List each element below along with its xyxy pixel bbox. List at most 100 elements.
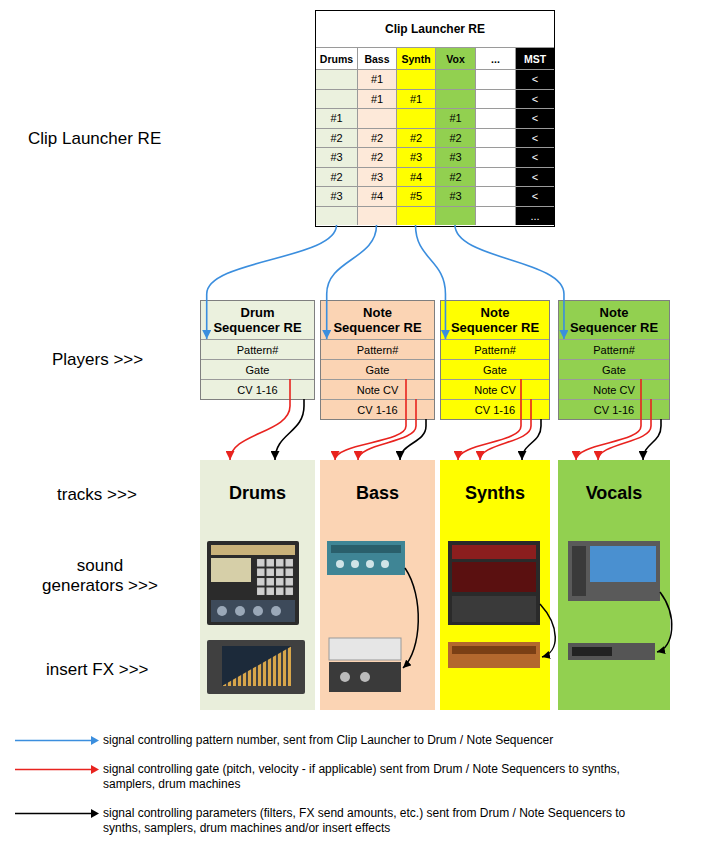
sequencer-row: Pattern#: [559, 339, 669, 359]
blue-signal-arrow: [207, 225, 337, 339]
table-cell: #2: [357, 128, 396, 148]
track-name: Drums: [200, 460, 315, 504]
pattern-cell: <: [532, 73, 538, 85]
table-cell: #4: [396, 167, 435, 187]
knob: [235, 606, 245, 616]
row-label: tracks >>>: [57, 485, 182, 505]
sequencer-row: Gate: [441, 359, 549, 379]
drum-machine: [207, 541, 299, 625]
knob: [360, 672, 370, 682]
track-band: Bass: [320, 460, 435, 710]
pattern-cell: <: [532, 93, 538, 105]
blue-signal-arrow: [327, 225, 377, 339]
sequencer-row: Gate: [321, 359, 434, 379]
red-signal-arrow: [358, 399, 416, 460]
row-label: insert FX >>>: [46, 660, 186, 680]
table-cell: #3: [316, 186, 357, 206]
knob: [366, 560, 374, 568]
table-cell: [316, 89, 357, 109]
sequencer-row: CV 1-16: [559, 399, 669, 419]
pattern-cell: <: [532, 132, 538, 144]
table-cell: [475, 128, 515, 148]
row-label: sound generators >>>: [36, 556, 164, 596]
pattern-cell: #2: [371, 151, 383, 163]
drum-machine-panel: [211, 600, 295, 622]
pattern-cell: <: [532, 112, 538, 124]
synth-panel: [452, 562, 536, 592]
legend-line-sample: [13, 806, 101, 821]
legend-line: [15, 813, 93, 815]
launcher-column: Vox#1#2#3#2#3: [435, 47, 475, 225]
black-signal-arrow: [522, 419, 541, 460]
sequencer-row: Pattern#: [321, 339, 434, 359]
clip-launcher-table: Clip Launcher REDrums#1#2#3#2#3Bass#1#1#…: [315, 10, 555, 227]
sequencer-output: Pattern#: [237, 344, 279, 356]
table-cell: [435, 206, 475, 226]
table-cell: #3: [396, 147, 435, 167]
sequencer-row: CV 1-16: [201, 379, 314, 399]
legend-row: signal controlling gate (pitch, velocity…: [103, 762, 663, 792]
eq-display-ramp: [222, 646, 292, 686]
column-header: Drums: [320, 53, 353, 65]
column-header: ...: [491, 53, 500, 65]
pattern-cell: #3: [449, 190, 461, 202]
vocal-effect: [568, 643, 655, 660]
sequencer-output: Note CV: [593, 384, 635, 396]
table-cell: <: [515, 186, 554, 206]
table-cell: #4: [357, 186, 396, 206]
table-cell: [435, 89, 475, 109]
sequencer-row: Pattern#: [201, 339, 314, 359]
row-label: Clip Launcher RE: [28, 129, 198, 149]
pattern-cell: #1: [449, 112, 461, 124]
table-cell: #2: [396, 128, 435, 148]
column-header: Synth: [401, 53, 430, 65]
red-signal-arrow: [230, 379, 290, 460]
track-band: Synths: [440, 460, 550, 710]
red-signal-arrow: [458, 379, 521, 460]
sampler-panel: [572, 546, 586, 596]
pattern-cell: #3: [330, 151, 342, 163]
legend-line: [15, 769, 93, 771]
sampler-screen: [590, 546, 656, 582]
pattern-cell: #4: [410, 171, 422, 183]
knob: [340, 672, 350, 682]
distortion-effect: [329, 662, 401, 692]
legend-text: signal controlling pattern number, sent …: [103, 733, 663, 748]
sequencer-output: Gate: [366, 364, 390, 376]
table-cell: #1: [435, 108, 475, 128]
eq-effect: [207, 640, 305, 694]
pattern-cell: #2: [330, 171, 342, 183]
track-band: Vocals: [558, 460, 670, 710]
track-name: Vocals: [558, 460, 670, 504]
table-cell: [475, 206, 515, 226]
table-cell: <: [515, 89, 554, 109]
synth-effect-strip: [452, 646, 536, 654]
legend-arrow-head: [91, 736, 99, 745]
table-cell: [435, 69, 475, 89]
column-header: Vox: [446, 53, 464, 65]
table-cell: [475, 147, 515, 167]
legend-line-sample: [13, 762, 101, 777]
sequencer-output: Gate: [246, 364, 270, 376]
legend-arrow-head: [91, 809, 99, 818]
table-cell: #3: [435, 147, 475, 167]
legend-text: signal controlling gate (pitch, velocity…: [103, 762, 663, 792]
table-cell: ...: [515, 206, 554, 226]
pattern-cell: #2: [371, 132, 383, 144]
pattern-cell: <: [532, 171, 538, 183]
table-cell: [475, 69, 515, 89]
bass-synth: [327, 541, 405, 575]
sequencer-output: Pattern#: [474, 344, 516, 356]
red-signal-arrow: [598, 399, 651, 460]
black-signal-arrow: [400, 419, 426, 460]
bass-synth-strip: [331, 545, 401, 553]
sequencer-row: Note CV: [441, 379, 549, 399]
table-cell: <: [515, 69, 554, 89]
sequencer-row: Pattern#: [441, 339, 549, 359]
sequencer-box: Drum Sequencer REPattern#GateCV 1-16: [200, 300, 315, 400]
red-signal-arrow: [480, 399, 531, 460]
black-signal-arrow: [643, 419, 661, 460]
table-cell: ...: [475, 47, 515, 69]
knob: [217, 606, 227, 616]
eq-display: [222, 646, 292, 686]
